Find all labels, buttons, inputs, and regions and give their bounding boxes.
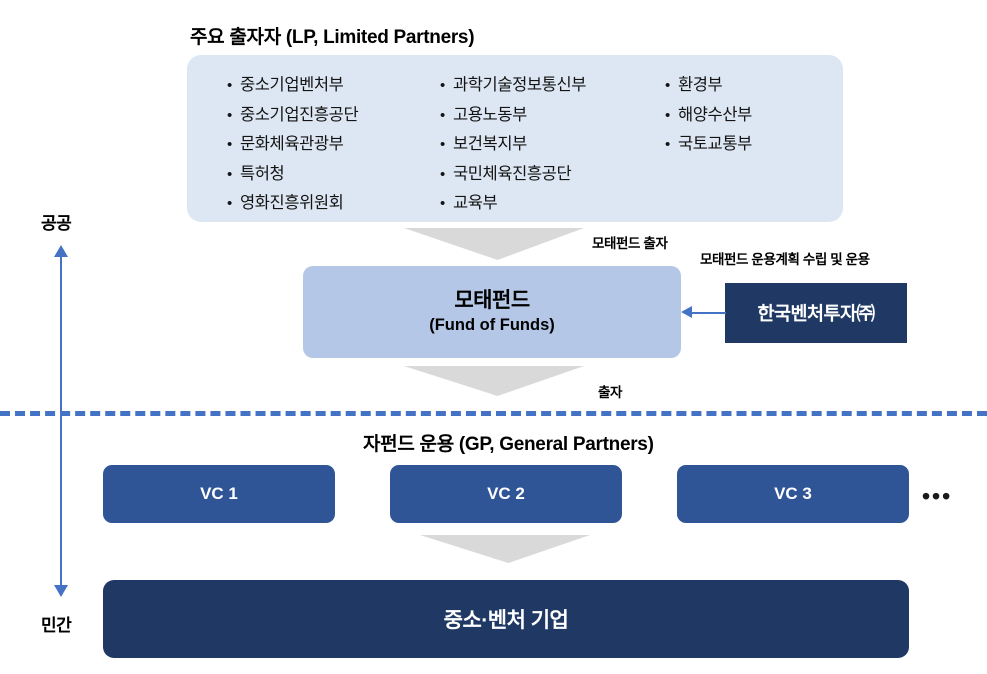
lp-item: 교육부 bbox=[440, 189, 665, 219]
vc-box-3-label: VC 3 bbox=[774, 484, 812, 503]
arrow-fund-of-funds-to-vc-label: 출자 bbox=[598, 385, 623, 400]
target-companies-box: 중소·벤처 기업 bbox=[103, 580, 909, 658]
lp-item: 문화체육관광부 bbox=[227, 130, 440, 160]
lp-item: 환경부 bbox=[665, 71, 815, 101]
axis-line-public bbox=[60, 256, 62, 416]
lp-item: 특허청 bbox=[227, 160, 440, 190]
arrow-lp-to-fund-of-funds-icon bbox=[404, 228, 584, 260]
axis-arrow-up-icon bbox=[54, 245, 68, 257]
public-private-divider bbox=[0, 411, 987, 416]
vc-box-3[interactable]: VC 3 bbox=[677, 465, 909, 523]
lp-column-1: 중소기업벤처부 중소기업진흥공단 문화체육관광부 특허청 영화진흥위원회 bbox=[227, 71, 440, 212]
lp-item: 보건복지부 bbox=[440, 130, 665, 160]
axis-line-private bbox=[60, 411, 62, 586]
lp-column-2: 과학기술정보통신부 고용노동부 보건복지부 국민체육진흥공단 교육부 bbox=[440, 71, 665, 212]
lp-item: 국민체육진흥공단 bbox=[440, 160, 665, 190]
lp-item: 중소기업벤처부 bbox=[227, 71, 440, 101]
vc-more-indicator: ••• bbox=[922, 483, 953, 509]
fund-of-funds-name-en: (Fund of Funds) bbox=[429, 315, 555, 334]
fund-of-funds-box: 모태펀드 (Fund of Funds) bbox=[303, 266, 681, 358]
lp-item: 국토교통부 bbox=[665, 130, 815, 160]
arrow-vc-to-target-icon bbox=[420, 535, 590, 563]
vc-box-1-label: VC 1 bbox=[200, 484, 238, 503]
arrow-fund-of-funds-to-vc-icon bbox=[404, 366, 584, 396]
vc-box-2-label: VC 2 bbox=[487, 484, 525, 503]
lp-column-3: 환경부 해양수산부 국토교통부 bbox=[665, 71, 815, 208]
arrow-lp-to-fund-of-funds-label: 모태펀드 출자 bbox=[592, 236, 668, 251]
axis-label-public: 공공 bbox=[41, 214, 72, 233]
fund-of-funds-name-kr: 모태펀드 bbox=[454, 289, 530, 312]
lp-item: 고용노동부 bbox=[440, 101, 665, 131]
target-companies-label: 중소·벤처 기업 bbox=[443, 609, 569, 632]
operator-to-fund-of-funds-label: 모태펀드 운용계획 수립 및 운용 bbox=[700, 252, 870, 267]
vc-box-2[interactable]: VC 2 bbox=[390, 465, 622, 523]
lp-item: 영화진흥위원회 bbox=[227, 189, 440, 219]
operator-connector-line bbox=[690, 312, 726, 314]
axis-arrow-down-icon bbox=[54, 585, 68, 597]
lp-pool-box: 중소기업벤처부 중소기업진흥공단 문화체육관광부 특허청 영화진흥위원회 과학기… bbox=[187, 55, 843, 222]
lp-item: 과학기술정보통신부 bbox=[440, 71, 665, 101]
operator-name: 한국벤처투자㈜ bbox=[757, 303, 875, 324]
axis-label-private: 민간 bbox=[41, 616, 72, 635]
operator-box: 한국벤처투자㈜ bbox=[725, 283, 907, 343]
lp-item: 중소기업진흥공단 bbox=[227, 101, 440, 131]
lp-section-title: 주요 출자자 (LP, Limited Partners) bbox=[190, 27, 475, 48]
operator-connector-arrowhead-icon bbox=[681, 306, 692, 318]
lp-item: 해양수산부 bbox=[665, 101, 815, 131]
vc-box-1[interactable]: VC 1 bbox=[103, 465, 335, 523]
gp-section-title: 자펀드 운용 (GP, General Partners) bbox=[363, 434, 654, 455]
